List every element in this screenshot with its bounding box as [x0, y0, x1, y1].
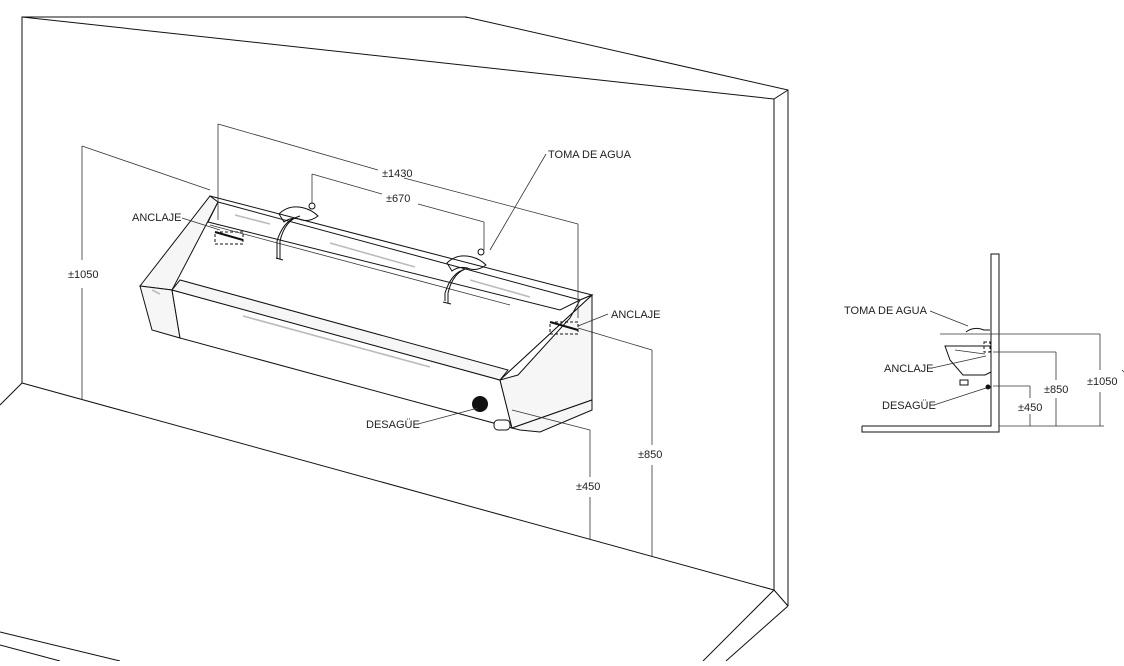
side-drain-icon [959, 379, 969, 386]
desague-label: DESAGÜE [366, 419, 420, 431]
side-faucet-icon [965, 327, 990, 333]
anclaje-right-label: ANCLAJE [611, 309, 661, 321]
side-dimension-lines [929, 310, 1124, 427]
side-dim-850-label: ±850 [1044, 384, 1068, 396]
dim-850-label: ±850 [638, 449, 662, 461]
side-wall-floor [861, 253, 1000, 433]
side-anchor-icon [983, 341, 991, 353]
iso-view: ±1430 ±670 ±1050 ±850 ±450 TOMA DE AGUA … [0, 16, 789, 662]
anclaje-left-label: ANCLAJE [132, 212, 182, 224]
iso-trough-sink [139, 195, 594, 433]
side-toma-de-agua-label: TOMA DE AGUA [844, 305, 928, 317]
iso-faucets [275, 202, 487, 305]
side-anclaje-label: ANCLAJE [884, 363, 934, 375]
drain-outlet-icon [472, 396, 488, 412]
dim-1430-label: ±1430 [382, 168, 413, 180]
side-dim-1050-label: ±1050 [1087, 376, 1118, 388]
faucet-right-icon [442, 248, 487, 305]
side-dim-450-label: ±450 [1018, 402, 1042, 414]
dim-450-label: ±450 [576, 481, 600, 493]
dim-670-label: ±670 [386, 193, 410, 205]
side-sink-profile [944, 327, 992, 390]
drain-trap-icon [493, 419, 511, 431]
iso-dimension-lines [81, 123, 653, 556]
side-view: TOMA DE AGUA ANCLAJE DESAGÜE ±850 ±450 ±… [844, 253, 1124, 433]
iso-wall [0, 16, 789, 662]
dim-1050-label: ±1050 [68, 269, 99, 281]
toma-de-agua-label: TOMA DE AGUA [548, 149, 632, 161]
side-desague-label: DESAGÜE [882, 400, 936, 412]
